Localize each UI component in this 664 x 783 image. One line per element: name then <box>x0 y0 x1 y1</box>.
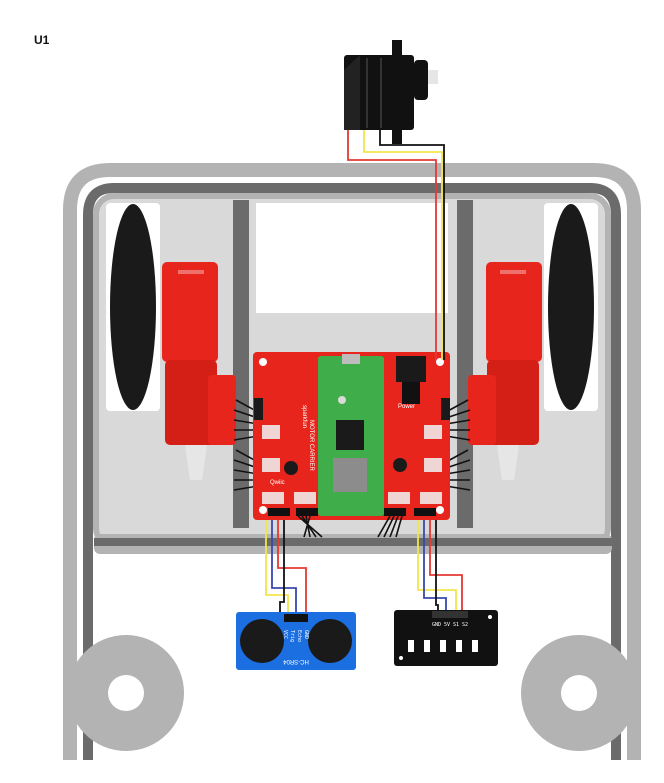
ultrasonic-sensor: VCC Trig Echo GND HC-SR04 <box>236 612 356 670</box>
board-brand-label: sparkfun <box>301 405 307 428</box>
sensor-header-wires <box>297 515 403 538</box>
servo-motor <box>344 40 438 144</box>
servo-wires <box>347 130 445 360</box>
board-power-label: Power <box>398 404 415 410</box>
board-qwiic-label: Qwiic <box>270 480 285 486</box>
ultrasonic-pin-trig: Trig <box>289 630 295 642</box>
line-sensor: GND 5V S1 S2 <box>394 610 498 666</box>
ultrasonic-pin-gnd: GND <box>303 630 309 639</box>
line-sensor-wires <box>417 520 463 612</box>
ultrasonic-pin-vcc: VCC <box>282 630 288 639</box>
board-name-label: MOTOR CARRIER <box>308 420 314 472</box>
motor-carrier-board: sparkfun MOTOR CARRIER Power Qwiic <box>253 352 450 520</box>
line-sensor-pin-s2: S2 <box>462 622 468 628</box>
left-caster-wheel <box>68 635 184 751</box>
line-sensor-pin-s1: S1 <box>453 622 459 628</box>
ultrasonic-pin-echo: Echo <box>296 630 302 642</box>
ultrasonic-wires <box>265 520 307 614</box>
right-motor <box>468 262 542 480</box>
line-sensor-pin-5v: 5V <box>444 622 450 628</box>
right-wheel <box>544 203 598 411</box>
component-label: U1 <box>34 33 50 47</box>
line-sensor-pin-gnd: GND <box>432 622 441 628</box>
right-caster-wheel <box>521 635 637 751</box>
left-motor <box>162 262 236 480</box>
left-wheel <box>106 203 160 411</box>
ultrasonic-name: HC-SR04 <box>283 658 309 664</box>
